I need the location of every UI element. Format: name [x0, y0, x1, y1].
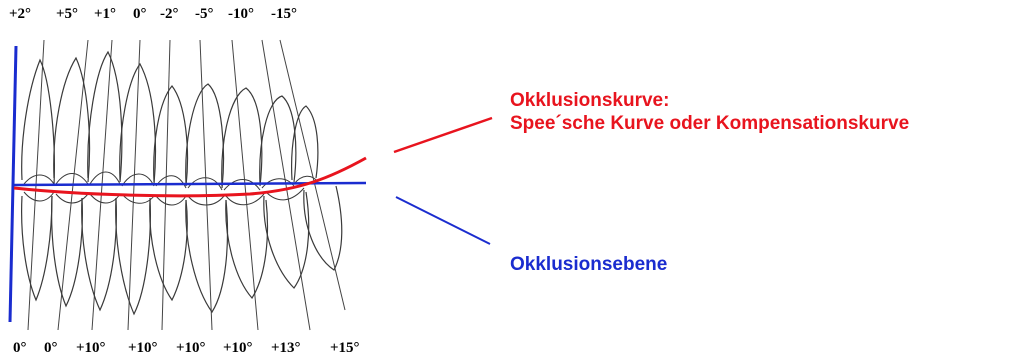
- bottom-angle: +15°: [330, 340, 360, 356]
- top-angle: +2°: [9, 6, 32, 22]
- bottom-angle: +13°: [271, 340, 301, 356]
- top-angle: +5°: [56, 6, 79, 22]
- lower-teeth: [21, 185, 343, 316]
- crown-details: [23, 171, 319, 206]
- top-angle: -10°: [228, 6, 254, 22]
- top-angle: -2°: [160, 6, 179, 22]
- plane-label-pointer: [395, 196, 491, 245]
- curve-of-spee: [13, 156, 367, 198]
- top-angle: -15°: [271, 6, 297, 22]
- bottom-angle: 0°: [44, 340, 58, 356]
- occlusal-curve-subtitle: Spee´sche Kurve oder Kompensationskurve: [510, 113, 910, 134]
- upper-teeth: [21, 50, 319, 189]
- bottom-angle: +10°: [76, 340, 106, 356]
- top-angle: 0°: [133, 6, 147, 22]
- top-angle: +1°: [94, 6, 117, 22]
- top-angle: -5°: [195, 6, 214, 22]
- occlusal-plane-label: Okklusionsebene: [510, 254, 668, 275]
- bottom-angle: +10°: [176, 340, 206, 356]
- bottom-angle: 0°: [13, 340, 27, 356]
- occlusal-curve-title: Okklusionskurve:: [510, 90, 670, 111]
- vertical-reference-line: [8, 45, 18, 323]
- bottom-angle: +10°: [223, 340, 253, 356]
- curve-label-pointer: [393, 116, 493, 154]
- occlusal-curve-label: Okklusionskurve: Spee´sche Kurve oder Ko…: [510, 89, 909, 135]
- bottom-angle: +10°: [128, 340, 158, 356]
